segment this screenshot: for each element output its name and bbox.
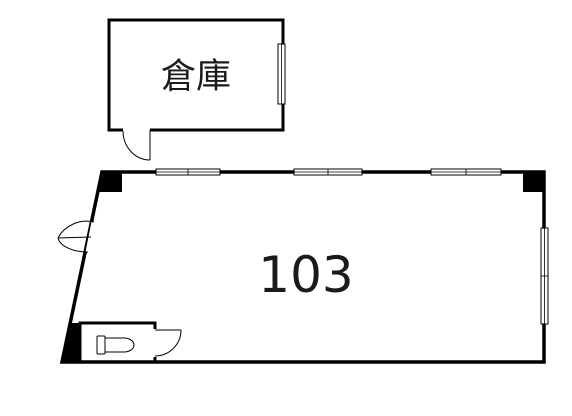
window-icon: [540, 227, 549, 325]
storage-wall: [107, 18, 285, 132]
window-icon: [430, 168, 502, 176]
column-icon: [98, 172, 122, 192]
window-icon: [155, 168, 221, 176]
toilet-icon: [96, 335, 135, 355]
storage-label: 倉庫: [161, 57, 231, 97]
unit-103: 103: [57, 168, 549, 364]
column-icon: [62, 323, 80, 362]
door-swing-icon: [122, 128, 151, 161]
door-swing-icon: [153, 329, 182, 357]
storage-room: 倉庫: [107, 18, 286, 161]
toilet-room: [78, 321, 182, 364]
column-icon: [523, 172, 544, 192]
unit-label: 103: [258, 246, 353, 304]
window-icon: [277, 43, 286, 105]
window-icon: [293, 168, 363, 176]
door-swing-icon: [57, 220, 97, 253]
unit-wall: [59, 170, 546, 364]
